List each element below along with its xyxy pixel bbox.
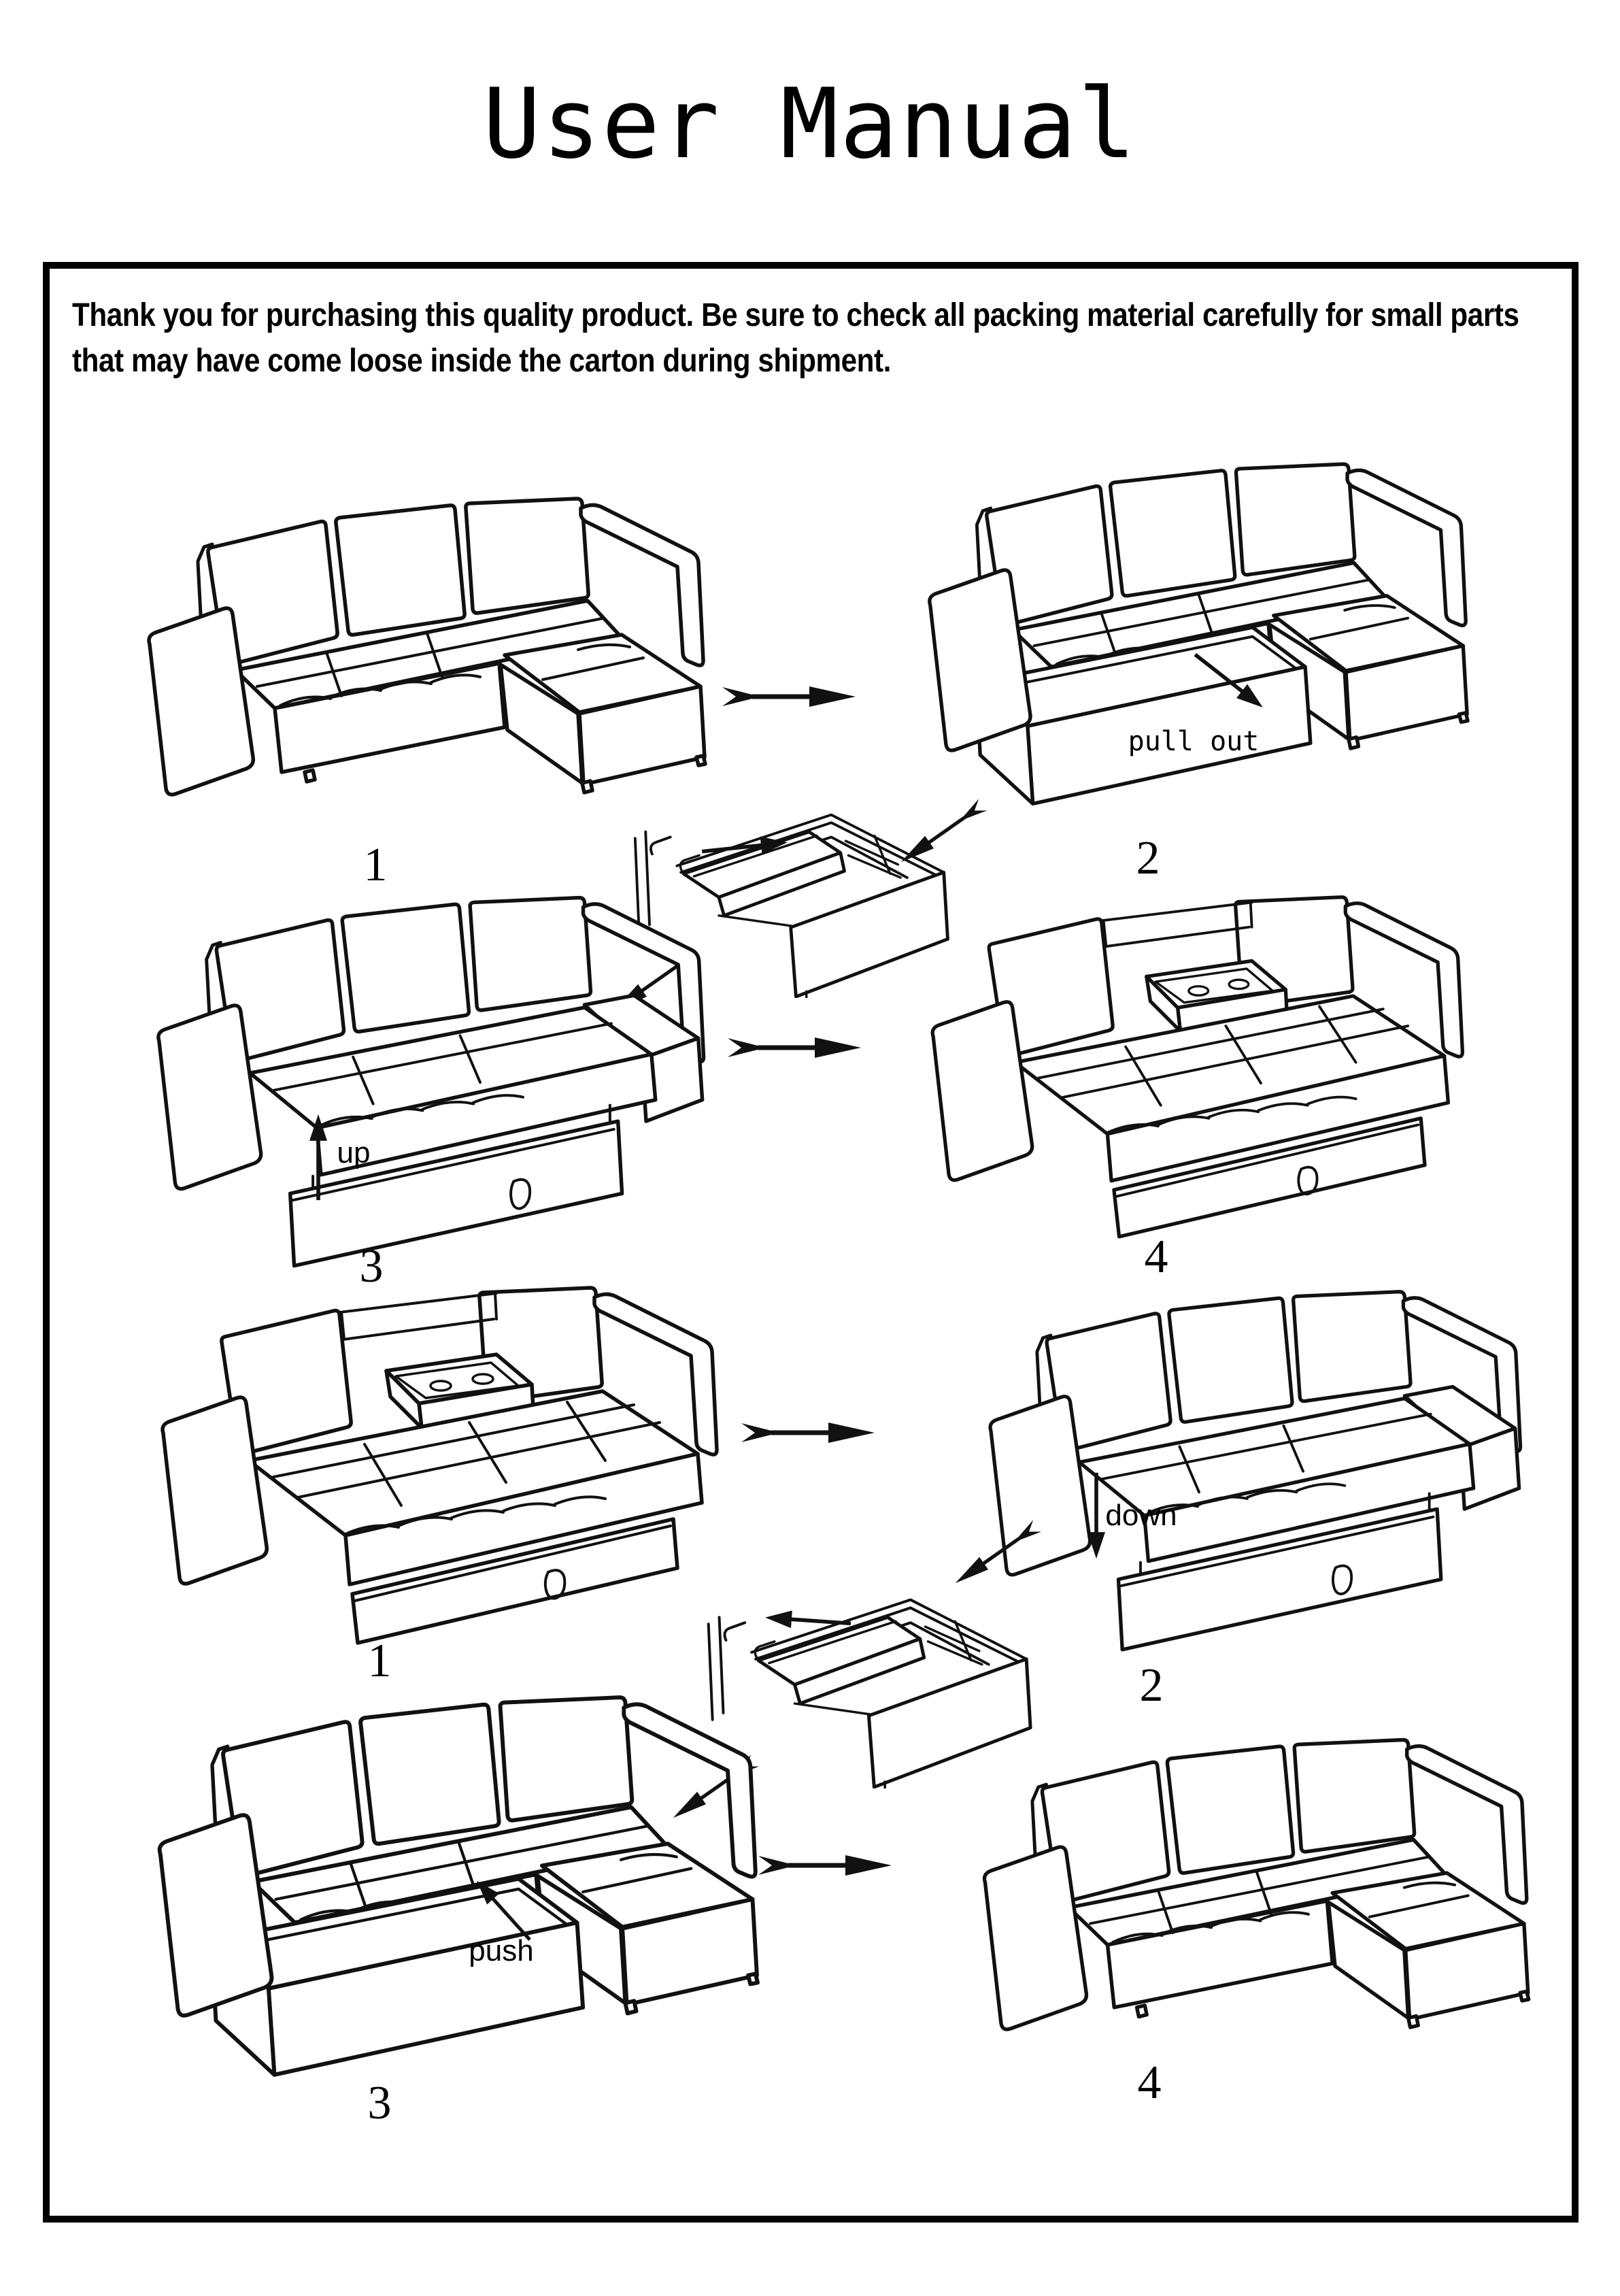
figure-seq1-step2-pull-out xyxy=(884,446,1489,814)
figure-seq1-step3-lift-up xyxy=(112,879,728,1294)
caption-pull-out: pull out xyxy=(1128,726,1260,757)
double-arrow-right-icon xyxy=(722,686,856,707)
seq1-step4-number: 4 xyxy=(1144,1231,1168,1283)
double-arrow-right-icon xyxy=(741,1422,875,1443)
figure-seq2-step3-push-in xyxy=(109,1677,782,2086)
double-arrow-right-icon xyxy=(728,1037,861,1058)
figure-seq1-step4-bed-tray xyxy=(888,879,1486,1250)
seq1-step3-number: 3 xyxy=(359,1240,384,1293)
content-border xyxy=(43,262,1579,2223)
seq2-step2-number: 2 xyxy=(1139,1659,1164,1712)
caption-push: push xyxy=(469,1934,534,1967)
seq1-step1-number: 1 xyxy=(363,839,388,891)
caption-up: up xyxy=(337,1136,371,1169)
seq2-step1-number: 1 xyxy=(367,1635,392,1687)
seq2-step4-number: 4 xyxy=(1137,2057,1162,2109)
figure-seq2-step1-bed-tray xyxy=(116,1269,741,1657)
seq1-step2-number: 2 xyxy=(1136,832,1160,884)
seq2-step3-number: 3 xyxy=(367,2077,392,2129)
intro-paragraph: Thank you for purchasing this quality pr… xyxy=(72,297,1519,380)
arrow-down-icon xyxy=(1085,1471,1107,1560)
page-title: User Manual xyxy=(482,68,1138,180)
figure-seq2-step4-sofa xyxy=(939,1721,1551,2034)
figure-seq1-step1-sofa xyxy=(102,480,728,799)
arrow-up-icon xyxy=(307,1113,329,1201)
caption-down: down xyxy=(1105,1499,1177,1532)
double-arrow-right-icon xyxy=(758,1855,892,1876)
